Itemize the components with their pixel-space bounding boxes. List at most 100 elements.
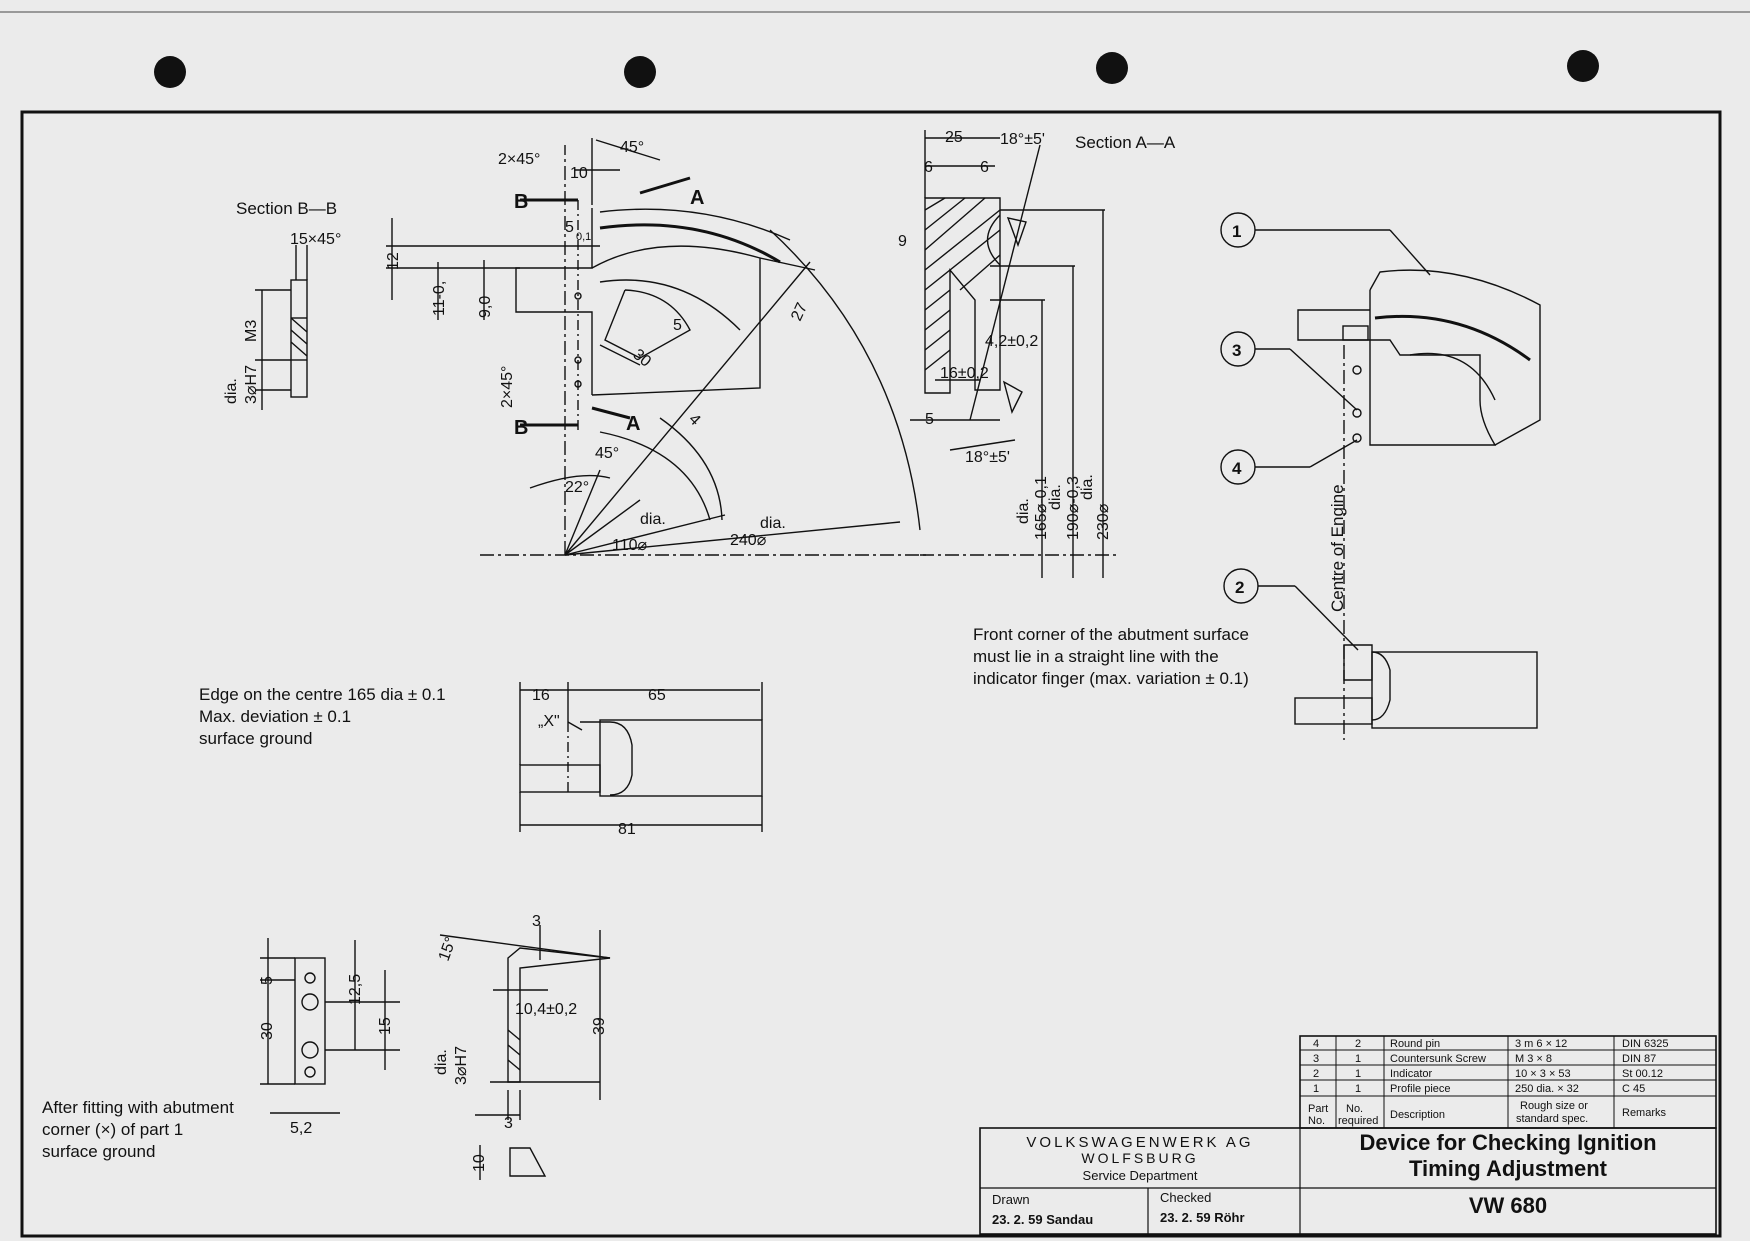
radius-arc-240 — [769, 229, 921, 531]
note-edge-line: surface ground — [199, 729, 312, 748]
punch-holes — [154, 50, 1599, 88]
balloon-2 — [1223, 568, 1259, 604]
parts-cell-size: 250 dia. × 32 — [1515, 1083, 1579, 1095]
balloon-1 — [1220, 212, 1256, 248]
note-front-line: indicator finger (max. variation ± 0.1) — [973, 669, 1249, 688]
assembly-arc — [1374, 314, 1531, 362]
dimension-text: 110⌀ — [612, 537, 648, 554]
pin-hole — [574, 356, 582, 364]
cut-label-b: B — [514, 417, 528, 439]
cut-label-a: A — [690, 187, 704, 209]
parts-cell-req: 2 — [1355, 1038, 1361, 1050]
balloon-number: 3 — [1232, 341, 1241, 360]
leader-line — [1309, 439, 1358, 468]
parts-cell-part: 4 — [1313, 1038, 1319, 1050]
parts-header-size: standard spec. — [1516, 1113, 1588, 1125]
parts-cell-remarks: DIN 87 — [1622, 1053, 1656, 1065]
dimension-text: 25 — [945, 129, 963, 146]
dimension-text: 9,0 — [477, 296, 494, 318]
dimension-text: 45° — [595, 445, 619, 462]
dimension-text: 15×45° — [290, 231, 341, 248]
checked-value: 23. 2. 59 Röhr — [1160, 1210, 1245, 1225]
dimension-text: M3 — [243, 320, 260, 342]
screw-hole — [1352, 365, 1362, 375]
assembly-arc — [1409, 352, 1496, 401]
cut-label-b: B — [514, 191, 528, 213]
profile-arc-outer — [599, 208, 791, 241]
assembly-lower-detail — [1343, 644, 1391, 721]
section-aa-view — [910, 130, 1120, 578]
dimension-text: dia. — [640, 511, 666, 528]
radial-line — [564, 261, 811, 556]
dimension-text: 16 — [532, 687, 550, 704]
assembly-profile — [1369, 269, 1541, 446]
surface-finish-symbol — [1002, 217, 1027, 414]
dimension-text: 5 — [673, 317, 682, 334]
dimension-text: dia. — [223, 378, 240, 404]
section-aa-groove — [986, 214, 1001, 266]
dimension-text: dia. — [760, 515, 786, 532]
parts-cell-desc: Countersunk Screw — [1390, 1053, 1486, 1065]
dimension-text: 3 — [532, 913, 541, 930]
parts-header-required: No. — [1346, 1103, 1363, 1115]
dimension-text: 9 — [898, 233, 907, 250]
dimension-line — [595, 139, 661, 161]
dimension-line — [599, 344, 641, 366]
profile-arc-inner — [599, 279, 741, 331]
indicator-body — [599, 719, 763, 797]
dimension-text: 0,1 — [576, 231, 591, 243]
dimension-text: 16±0,2 — [940, 365, 989, 382]
dimension-text: 10 — [570, 165, 588, 182]
radius-leader-110 — [564, 514, 726, 556]
parts-cell-size: 10 × 3 × 53 — [1515, 1068, 1571, 1080]
dimension-text: dia. — [1047, 484, 1064, 510]
plate-hole — [304, 972, 316, 984]
angle-arc — [529, 474, 611, 489]
company-name: VOLKSWAGENWERK AG — [1026, 1134, 1253, 1151]
balloon-4 — [1220, 449, 1256, 485]
parts-cell-req: 1 — [1355, 1053, 1361, 1065]
dimension-text: 10,4±0,2 — [515, 1001, 577, 1018]
dimension-text: 3⌀H7 — [453, 1046, 470, 1085]
drawing-annotations: Section B—B Section A—A Centre of Engine… — [42, 129, 1347, 1172]
plate-outline — [294, 957, 326, 1085]
extension-line — [759, 257, 816, 271]
profile-body — [591, 245, 761, 396]
parts-cell-remarks: C 45 — [1622, 1083, 1645, 1095]
note-after-line: corner (×) of part 1 — [42, 1120, 183, 1139]
profile-arc-thick — [599, 223, 781, 264]
radius-leader-240 — [564, 521, 901, 556]
note-front-line: must lie in a straight line with the — [973, 647, 1219, 666]
section-aa-hatch — [924, 197, 1001, 371]
dimension-text: dia. — [1015, 498, 1032, 524]
section-aa-outline — [924, 197, 1001, 394]
dimension-text: dia. — [1079, 474, 1096, 500]
parts-cell-desc: Round pin — [1390, 1038, 1440, 1050]
parts-cell-size: 3 m 6 × 12 — [1515, 1038, 1567, 1050]
dimension-text: 2×45° — [499, 366, 516, 408]
taper-line — [969, 144, 1041, 421]
assembly-lower-body — [1371, 651, 1538, 729]
note-edge-line: Edge on the centre 165 dia ± 0.1 — [199, 685, 446, 704]
dimension-text: 18°±5' — [1000, 131, 1045, 148]
angle-arc — [599, 431, 711, 521]
dimension-text: 12,5 — [347, 974, 364, 1005]
pin-hole — [574, 292, 582, 300]
leader-line — [1289, 348, 1358, 411]
parts-cell-part: 1 — [1313, 1083, 1319, 1095]
parts-header-required: required — [1338, 1115, 1378, 1127]
dimension-text: 6 — [980, 159, 989, 176]
dimension-text: 3⌀H7 — [243, 365, 260, 404]
section-bb-outline — [290, 279, 308, 398]
dimension-text: 45° — [620, 139, 644, 156]
punch-hole — [1567, 50, 1599, 82]
checked-label: Checked — [1160, 1190, 1211, 1205]
dimension-line — [949, 439, 1016, 451]
parts-cell-req: 1 — [1355, 1083, 1361, 1095]
company-department: Service Department — [1083, 1168, 1198, 1183]
